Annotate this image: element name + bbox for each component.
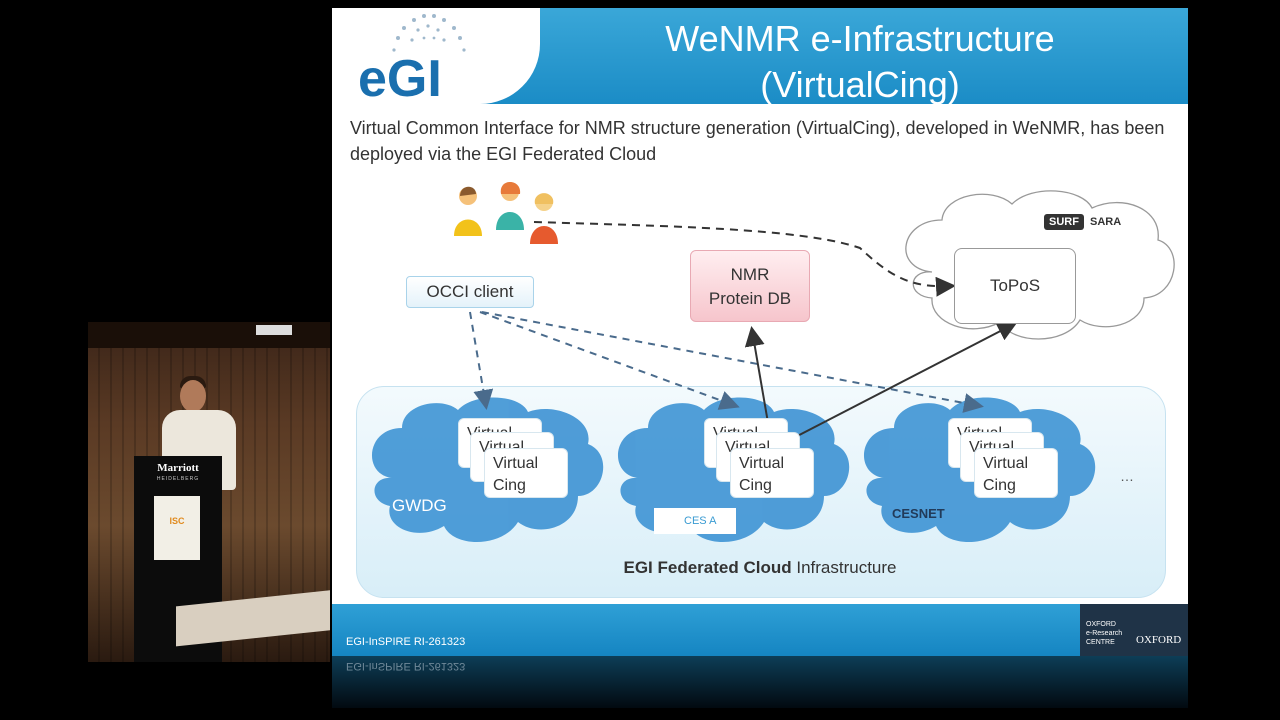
topos-box: ToPoS <box>954 248 1076 324</box>
users-icon <box>454 182 558 244</box>
slide-title-line2: (VirtualCing) <box>760 64 960 105</box>
floor-reflection: EGI-InSPIRE RI-261323 <box>332 656 1188 708</box>
podium-sign: ISC <box>154 496 200 560</box>
cesna-logo: CES A <box>654 508 736 534</box>
egi-logo-icon: eGI <box>358 14 466 108</box>
cesnet-logo: CESNET <box>892 506 945 521</box>
podium-sign-text: ISC <box>169 516 185 526</box>
oxford-university-text: OXFORD <box>1136 634 1182 646</box>
vc-label: Cing <box>983 477 1016 494</box>
speaker-video: Marriott HEIDELBERG ISC <box>88 322 330 662</box>
gwdg-label: GWDG <box>392 496 447 515</box>
speaker-head <box>180 380 206 412</box>
slide-title-line1: WeNMR e-Infrastructure <box>665 18 1055 59</box>
podium: Marriott HEIDELBERG ISC <box>134 456 222 662</box>
reflected-footer-text: EGI-InSPIRE RI-261323 <box>346 660 466 672</box>
surf-logo: SURF <box>1044 214 1084 230</box>
protein-db-label: Protein DB <box>708 289 792 308</box>
infra-bold: EGI Federated Cloud <box>623 558 792 577</box>
podium-subbrand: HEIDELBERG <box>156 476 200 482</box>
slide-footer: EGI-InSPIRE RI-261323 <box>332 604 1188 656</box>
svg-text:eGI: eGI <box>358 50 442 104</box>
presentation-slide: eGI WeNMR e-Infrastructure (VirtualCing)… <box>332 8 1188 708</box>
sara-logo: SARA <box>1090 216 1122 228</box>
footer-text: EGI-InSPIRE RI-261323 <box>346 636 466 648</box>
vc-label: Cing <box>739 477 772 494</box>
infrastructure-label: EGI Federated Cloud Infrastructure <box>332 558 1188 578</box>
vc-label: Virtual <box>493 455 539 472</box>
ceiling <box>88 322 330 348</box>
nmr-label: NMR <box>730 265 770 284</box>
nmr-protein-db-box: NMR Protein DB <box>690 250 810 322</box>
exit-sign <box>256 325 292 335</box>
podium-brand: Marriott <box>157 462 199 474</box>
infra-rest: Infrastructure <box>791 558 897 577</box>
slide-description: Virtual Common Interface for NMR structu… <box>350 118 1165 164</box>
vc-label: Virtual <box>983 455 1029 472</box>
vc-label: Cing <box>493 477 526 494</box>
vc-label: Virtual <box>739 455 785 472</box>
egi-logo: eGI <box>332 8 540 108</box>
more-sites-ellipsis: … <box>1120 468 1134 484</box>
occi-client-box: OCCI client <box>406 276 534 308</box>
